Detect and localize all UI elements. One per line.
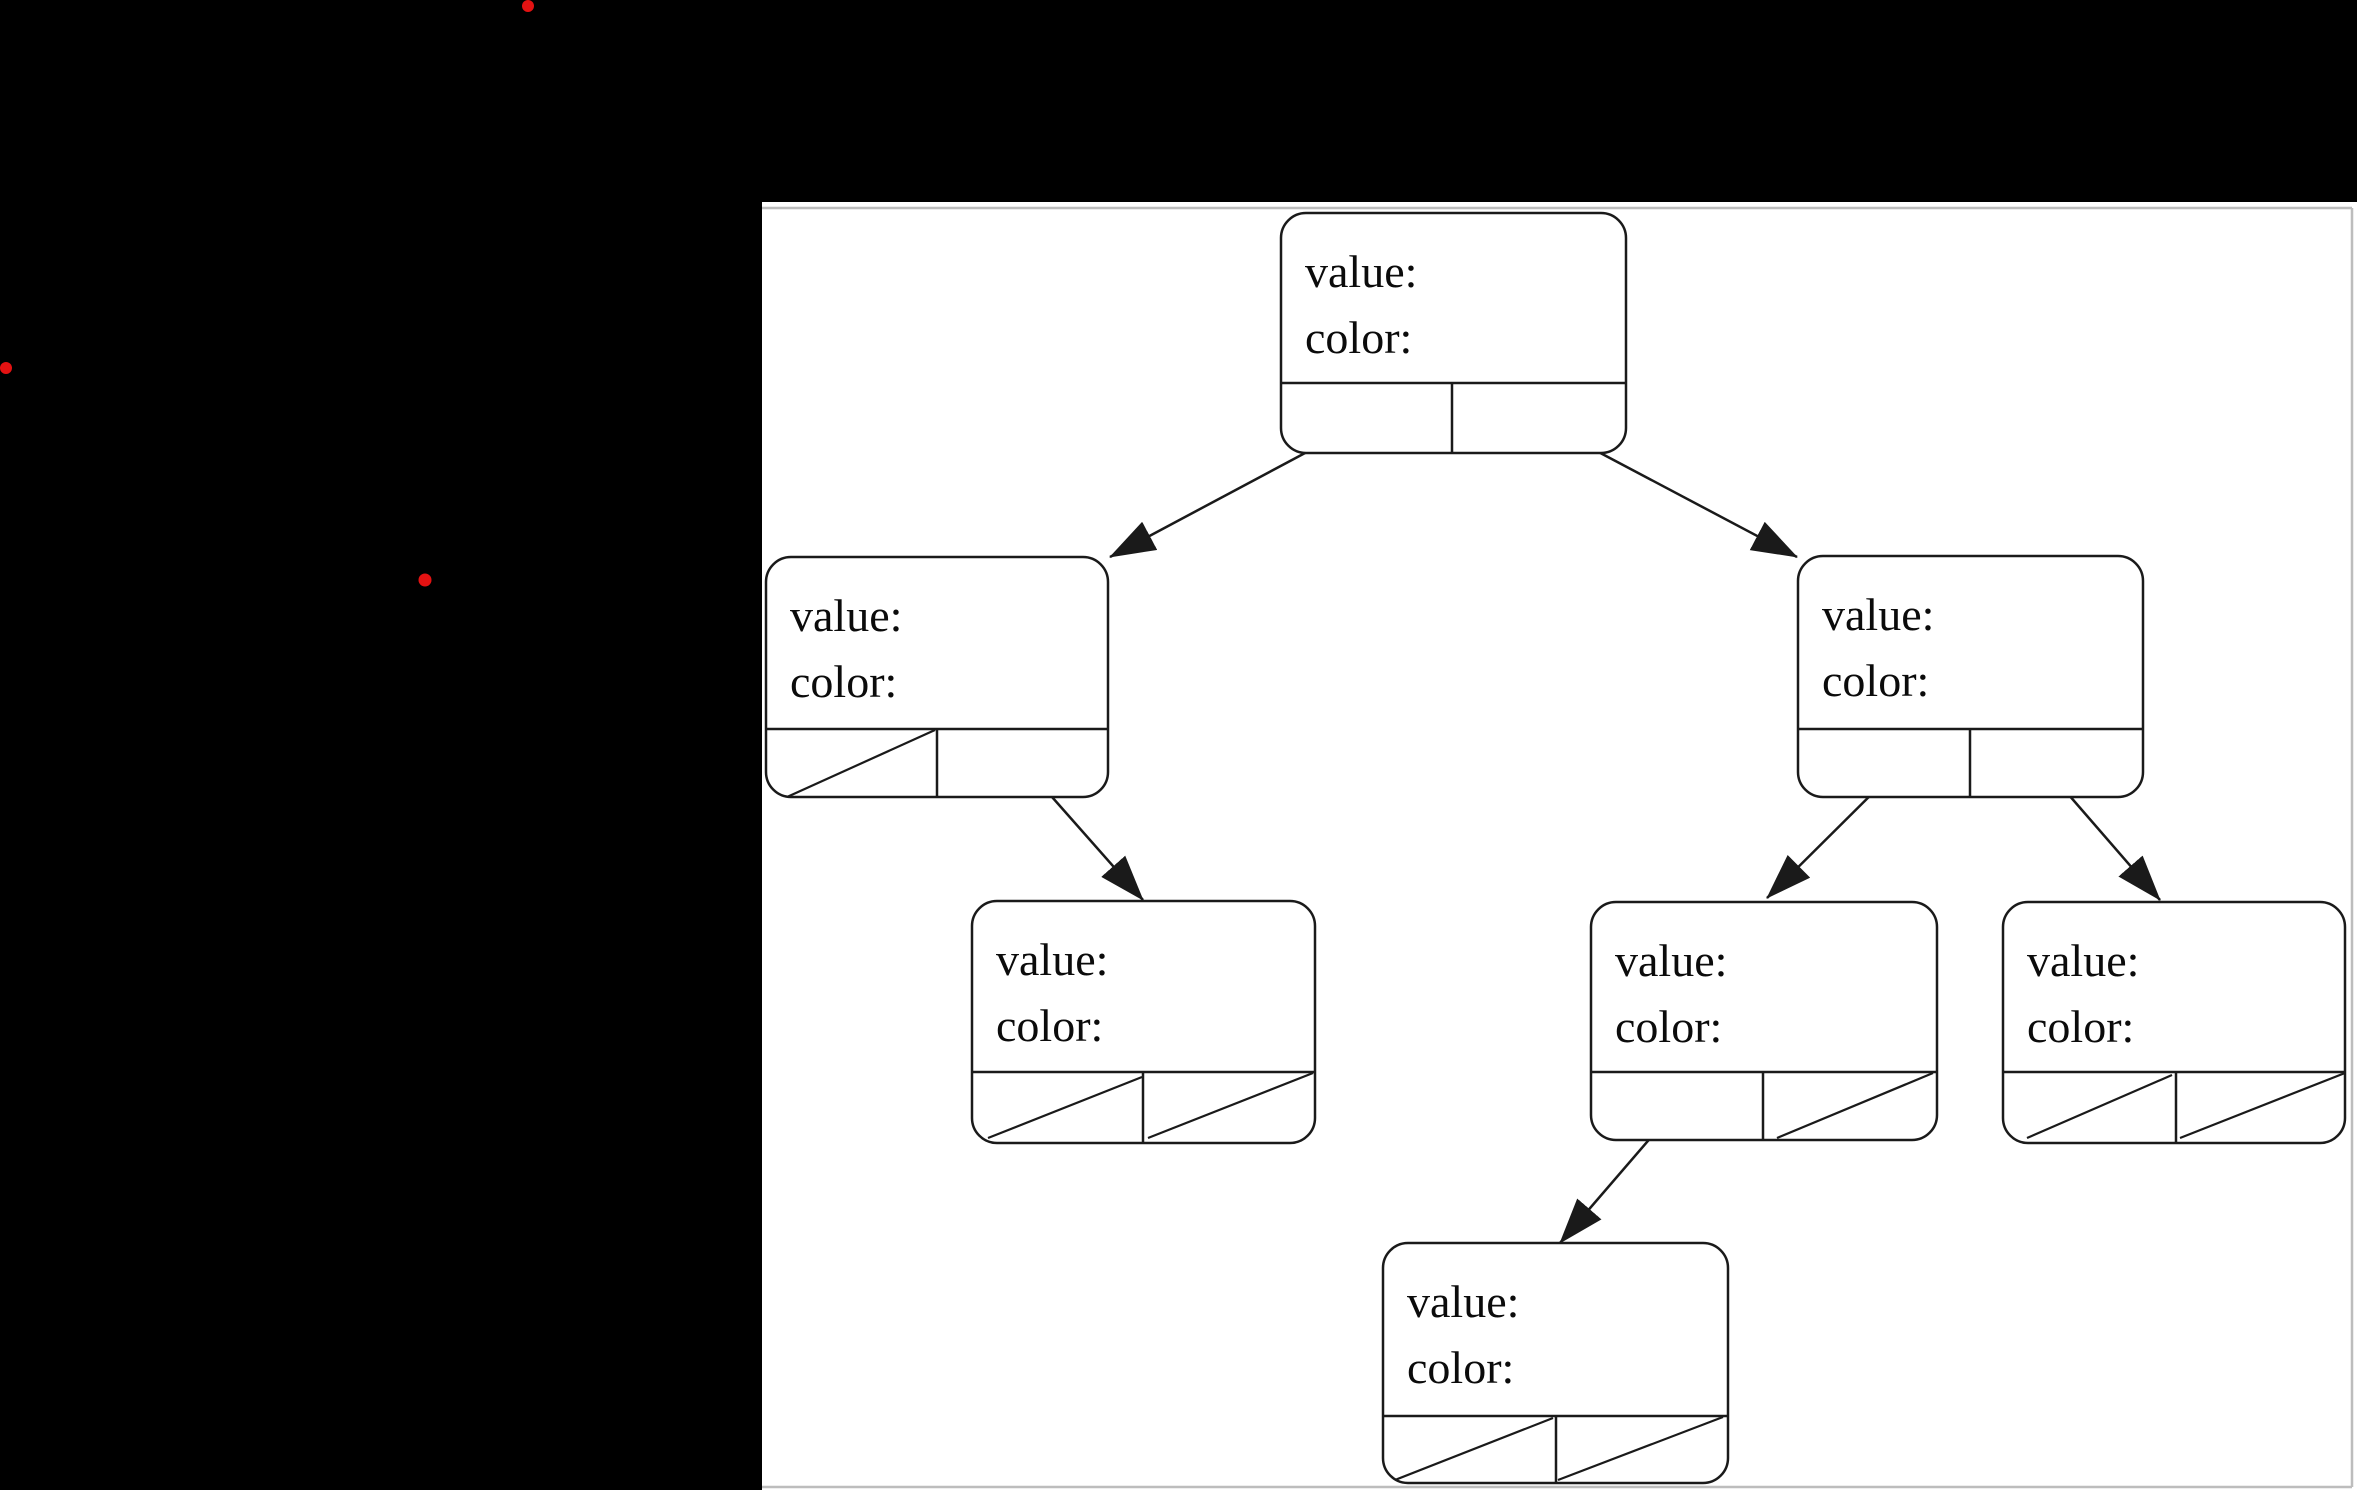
tree-node-left-child: value: color: — [764, 555, 1110, 799]
leftgrandchild-color-label: color: — [996, 1000, 1103, 1051]
leftchild-color-label: color: — [790, 656, 897, 707]
leftgrandchild-value-label: value: — [996, 934, 1108, 985]
rightgrandchild-color-label: color: — [2027, 1001, 2134, 1052]
rightgrandchild-right-null-slash — [2179, 1071, 2346, 1140]
leftgrandchild-right-null-slash — [1147, 1071, 1314, 1140]
rightchild-color-label: color: — [1822, 655, 1929, 706]
rightchild-value-label: value: — [1822, 589, 1934, 640]
middlegrandchild-right-null-slash — [1776, 1071, 1934, 1140]
root-value-label: value: — [1305, 246, 1417, 297]
tree-node-left-grandchild: value: color: — [970, 899, 1317, 1145]
leftchild-value-label: value: — [790, 590, 902, 641]
tree-node-root: value: color: — [1279, 211, 1628, 455]
leftgrandchild-left-null-slash — [987, 1075, 1143, 1140]
tree-node-right-grandchild: value: color: — [2001, 900, 2347, 1145]
rightgrandchild-left-null-slash — [2026, 1073, 2173, 1140]
tree-node-bottom-leaf: value: color: — [1381, 1241, 1730, 1485]
red-dot-top — [522, 0, 534, 12]
red-dot-left — [0, 362, 12, 374]
tree-node-middle-grandchild: value: color: — [1589, 900, 1939, 1142]
bottomleaf-value-label: value: — [1407, 1276, 1519, 1327]
bottomleaf-color-label: color: — [1407, 1342, 1514, 1393]
tree-node-right-child: value: color: — [1796, 554, 2145, 799]
bottomleaf-left-null-slash — [1394, 1416, 1554, 1482]
rightgrandchild-value-label: value: — [2027, 935, 2139, 986]
leftchild-left-null-slash — [786, 728, 936, 799]
root-color-label: color: — [1305, 312, 1412, 363]
bottomleaf-right-null-slash — [1557, 1415, 1724, 1482]
middlegrandchild-color-label: color: — [1615, 1001, 1722, 1052]
middlegrandchild-value-label: value: — [1615, 935, 1727, 986]
annotation-dots — [0, 0, 534, 587]
red-dot-middle — [418, 573, 432, 587]
